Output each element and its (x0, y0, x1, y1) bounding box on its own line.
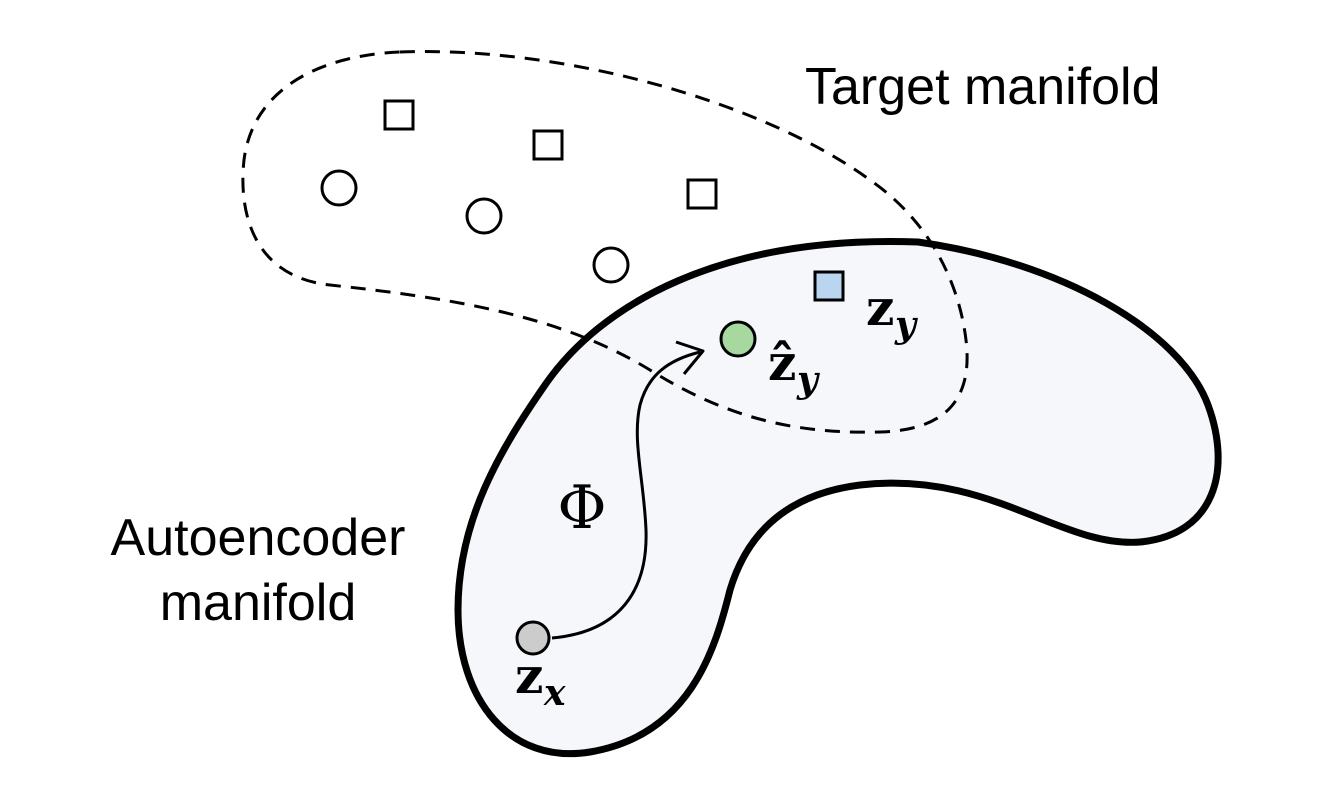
circle-marker-icon (465, 197, 503, 235)
svg-text:ẑ: ẑ (768, 333, 796, 392)
z-x-point (515, 620, 551, 656)
z-y-hat-point (719, 320, 757, 358)
z-y-point (813, 270, 845, 302)
target-manifold-label: Target manifold (805, 58, 1161, 116)
autoencoder-manifold-label-line1: Autoencoder (111, 509, 406, 567)
z-y-label: z y (866, 278, 918, 346)
svg-text:y: y (894, 304, 918, 346)
svg-text:x: x (543, 672, 566, 714)
svg-text:z: z (866, 278, 894, 337)
square-marker-icon (383, 99, 415, 131)
svg-text:z: z (515, 646, 543, 705)
circle-marker-icon (320, 169, 358, 207)
phi-label: Φ (557, 473, 606, 543)
svg-text:y: y (796, 359, 820, 401)
autoencoder-manifold-label-line2: manifold (160, 574, 357, 632)
square-marker-icon (532, 129, 564, 161)
circle-marker-icon (592, 246, 630, 284)
target-manifold-outline (241, 50, 969, 434)
z-x-label: z x (515, 646, 566, 714)
mapping-arrowhead-icon (675, 340, 705, 375)
mapping-arrow-curve (551, 350, 701, 640)
square-marker-icon (686, 178, 718, 210)
z-y-hat-label: ẑ y (768, 333, 820, 401)
